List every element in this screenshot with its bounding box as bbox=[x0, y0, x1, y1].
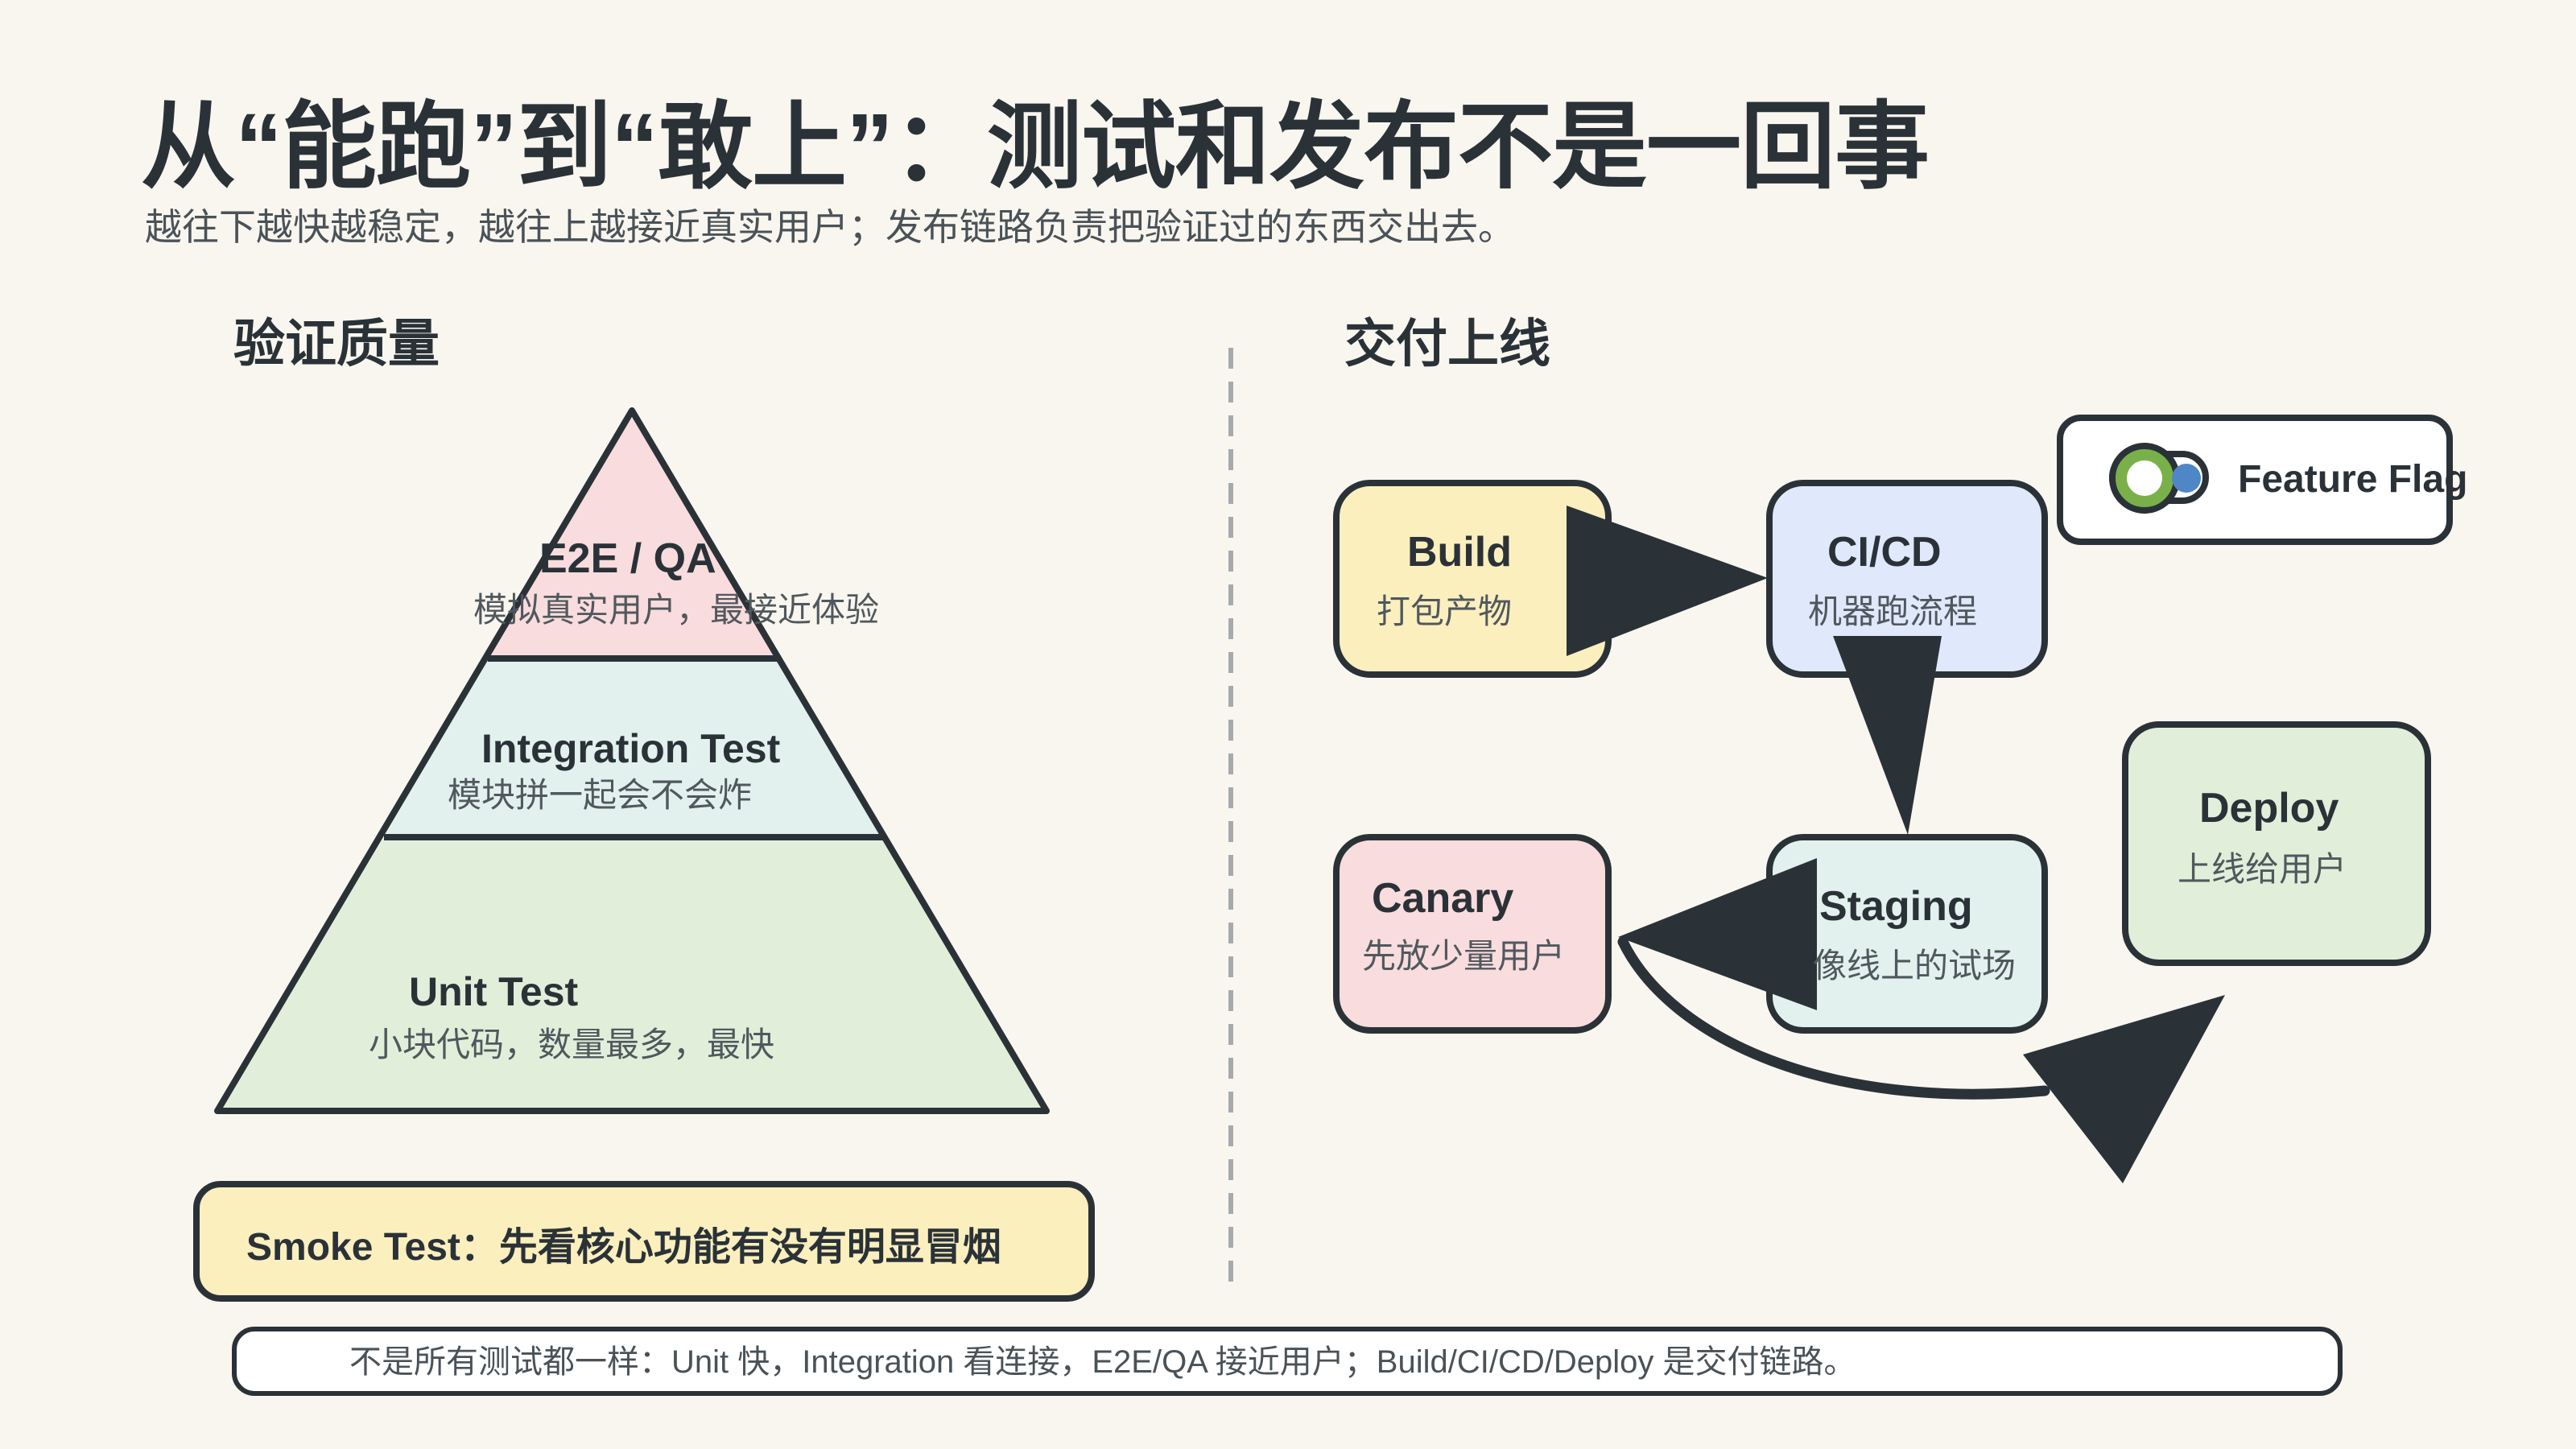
arrow-staging-to-canary bbox=[1618, 858, 1817, 1010]
node-canary-box bbox=[1333, 834, 1612, 1034]
node-staging-label: Staging bbox=[1819, 883, 1973, 930]
node-deploy-desc: 上线给用户 bbox=[2178, 850, 2347, 888]
node-deploy-box bbox=[2122, 721, 2431, 966]
left-section-title: 验证质量 bbox=[233, 315, 440, 373]
arrow-canary-to-deploy-head bbox=[2023, 995, 2225, 1183]
pyramid-label-integration: Integration Test bbox=[481, 726, 781, 771]
arrow-cicd-to-staging bbox=[1833, 636, 1942, 835]
smoke-test-text: Smoke Test：先看核心功能有没有明显冒烟 bbox=[246, 1226, 1001, 1269]
pyramid-label-e2e: E2E / QA bbox=[539, 535, 716, 582]
footer-note-text: 不是所有测试都一样：Unit 快，Integration 看连接，E2E/QA … bbox=[349, 1344, 1856, 1380]
pyramid-desc-integration: 模块拼一起会不会炸 bbox=[448, 776, 753, 814]
pyramid-desc-unit: 小块代码，数量最多，最快 bbox=[369, 1026, 775, 1063]
pyramid-layer-unit bbox=[217, 837, 1046, 1111]
pyramid-layer-e2e bbox=[488, 411, 781, 658]
node-deploy-label: Deploy bbox=[2199, 785, 2339, 832]
delivery-flow bbox=[1333, 480, 2431, 1183]
feature-flag-label: Feature Flag bbox=[2238, 458, 2468, 501]
test-pyramid bbox=[214, 407, 1050, 1114]
node-build-label: Build bbox=[1407, 529, 1512, 576]
node-canary-desc: 先放少量用户 bbox=[1362, 937, 1566, 975]
node-staging-desc: 像线上的试场 bbox=[1813, 947, 2017, 985]
smoke-test-banner: Smoke Test：先看核心功能有没有明显冒烟 bbox=[193, 1181, 1095, 1302]
node-cicd-desc: 机器跑流程 bbox=[1808, 592, 1978, 630]
node-canary-label: Canary bbox=[1372, 875, 1514, 922]
page-subtitle: 越往下越快越稳定，越往上越接近真实用户；发布链路负责把验证过的东西交出去。 bbox=[145, 206, 1515, 248]
pyramid-outline bbox=[214, 407, 1050, 1114]
arrow-build-to-cicd bbox=[1567, 506, 1768, 656]
node-build-desc: 打包产物 bbox=[1377, 592, 1513, 630]
arrow-canary-to-deploy-curve bbox=[1617, 936, 2050, 1100]
page-title: 从“能跑”到“敢上”：测试和发布不是一回事 bbox=[141, 94, 1930, 200]
pyramid-label-unit: Unit Test bbox=[409, 969, 579, 1014]
pyramid-desc-e2e: 模拟真实用户，最接近体验 bbox=[473, 591, 880, 629]
node-cicd-label: CI/CD bbox=[1827, 529, 1942, 576]
pyramid-layer-integration bbox=[384, 658, 884, 837]
right-section-title: 交付上线 bbox=[1344, 315, 1550, 373]
footer-note: 不是所有测试都一样：Unit 快，Integration 看连接，E2E/QA … bbox=[232, 1327, 2343, 1396]
toggle-switch-icon bbox=[2106, 440, 2212, 517]
